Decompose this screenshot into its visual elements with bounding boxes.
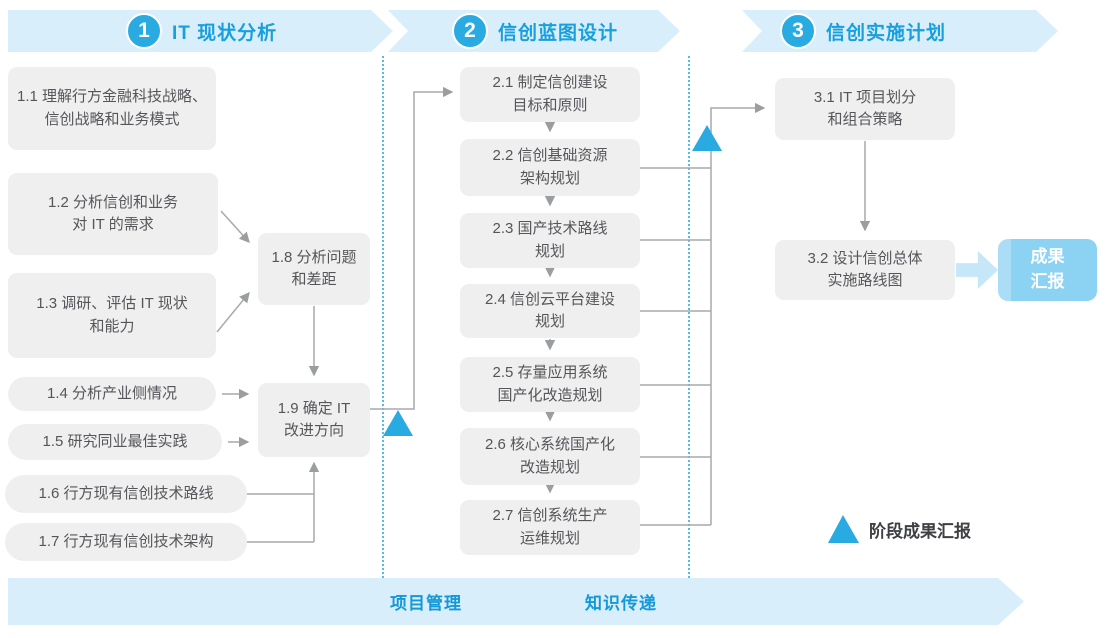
node-line: 信创战略和业务模式	[44, 110, 180, 128]
node-1-2: 1.2 分析信创和业务 对 IT 的需求	[8, 173, 218, 255]
node-line: 2.1 制定信创建设	[492, 74, 608, 91]
node-line: 1.2 分析信创和业务	[47, 193, 179, 211]
node-2-2: 2.2 信创基础资源 架构规划	[460, 139, 640, 196]
node-line: 1.6 行方现有信创技术路线	[38, 484, 214, 502]
phase-banner-3: 3 信创实施计划	[742, 10, 1058, 52]
phase-number-badge-1: 1	[126, 13, 162, 49]
phase-banner-2: 2 信创蓝图设计	[388, 10, 680, 52]
node-line: 2.7 信创系统生产	[492, 507, 608, 524]
footer-banner	[8, 578, 1024, 625]
node-line: 和差距	[291, 271, 337, 288]
result-arrow	[956, 251, 998, 289]
node-line: 改进方向	[283, 422, 344, 439]
node-line: 1.7 行方现有信创技术架构	[38, 532, 214, 550]
node-2-5: 2.5 存量应用系统 国产化改造规划	[460, 357, 640, 412]
node-line: 和组合策略	[827, 111, 903, 128]
node-line: 3.2 设计信创总体	[807, 249, 923, 267]
node-line: 2.3 国产技术路线	[492, 220, 608, 237]
node-1-5: 1.5 研究同业最佳实践	[8, 424, 222, 460]
phase-divider-line-1	[382, 56, 384, 578]
phase-title-2: 信创蓝图设计	[498, 22, 619, 44]
node-line: 运维规划	[519, 529, 580, 547]
phase-divider-line-2	[688, 56, 690, 578]
node-1-8: 1.8 分析问题 和差距	[258, 233, 370, 305]
node-line: 实施路线图	[827, 272, 903, 289]
node-line: 2.2 信创基础资源	[492, 147, 608, 164]
node-line: 1.4 分析产业侧情况	[46, 384, 178, 402]
phase-number-badge-2: 2	[452, 13, 488, 49]
node-1-9: 1.9 确定 IT 改进方向	[258, 383, 370, 457]
legend-triangle	[828, 515, 859, 543]
node-line: 1.5 研究同业最佳实践	[42, 432, 188, 450]
phase-banner-1: 1 IT 现状分析	[8, 10, 393, 52]
footer-label-knowledge-transfer: 知识传递	[585, 594, 657, 613]
node-line: 汇报	[1030, 272, 1065, 291]
node-1-7: 1.7 行方现有信创技术架构	[5, 523, 247, 561]
node-line: 规划	[534, 242, 565, 260]
node-line: 1.8 分析问题	[271, 248, 357, 266]
phase-title-1: IT 现状分析	[172, 22, 278, 44]
node-1-1: 1.1 理解行方金融科技战略、 信创战略和业务模式	[8, 67, 216, 150]
node-2-6: 2.6 核心系统国产化 改造规划	[460, 428, 640, 485]
node-line: 目标和原则	[512, 96, 588, 114]
node-3-2: 3.2 设计信创总体 实施路线图	[775, 240, 955, 300]
milestone-triangle-stage2	[692, 125, 722, 151]
node-line: 架构规划	[519, 169, 580, 187]
node-1-3: 1.3 调研、评估 IT 现状 和能力	[8, 273, 216, 358]
node-line: 对 IT 的需求	[72, 216, 154, 233]
node-2-1: 2.1 制定信创建设 目标和原则	[460, 67, 640, 122]
node-line: 2.6 核心系统国产化	[484, 436, 616, 453]
node-line: 改造规划	[519, 458, 580, 476]
milestone-triangle-stage1	[383, 410, 413, 436]
node-line: 2.4 信创云平台建设	[484, 290, 616, 308]
node-line: 2.5 存量应用系统	[492, 364, 608, 381]
node-2-3: 2.3 国产技术路线 规划	[460, 213, 640, 268]
node-3-1: 3.1 IT 项目划分 和组合策略	[775, 78, 955, 140]
node-2-7: 2.7 信创系统生产 运维规划	[460, 500, 640, 555]
node-line: 1.9 确定 IT	[277, 399, 351, 417]
node-1-4: 1.4 分析产业侧情况	[8, 377, 216, 411]
node-line: 国产化改造规划	[497, 386, 603, 404]
legend-label: 阶段成果汇报	[869, 522, 971, 541]
node-line: 1.1 理解行方金融科技战略、	[16, 88, 208, 105]
node-1-6: 1.6 行方现有信创技术路线	[5, 475, 247, 513]
result-report-box: 成果 汇报	[998, 239, 1097, 301]
phase-title-3: 信创实施计划	[826, 22, 947, 44]
node-line: 1.3 调研、评估 IT 现状	[36, 295, 188, 312]
node-line: 规划	[534, 313, 565, 330]
footer-label-project-management: 项目管理	[390, 594, 462, 613]
phase-number-badge-3: 3	[780, 13, 816, 49]
node-2-4: 2.4 信创云平台建设 规划	[460, 284, 640, 338]
node-line: 成果	[1030, 247, 1065, 267]
node-line: 和能力	[89, 317, 135, 335]
node-line: 3.1 IT 项目划分	[813, 88, 917, 106]
